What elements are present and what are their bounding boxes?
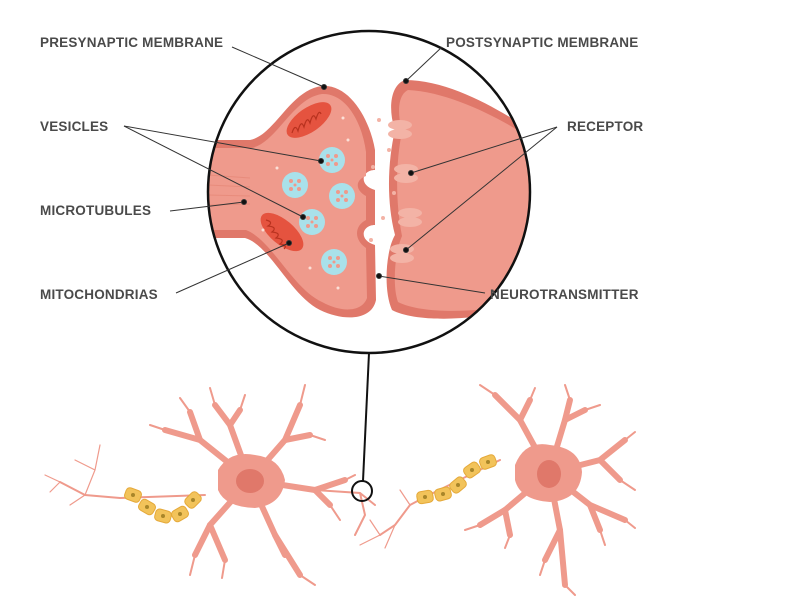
- synapse-magnified-view: [208, 80, 530, 319]
- synapse-focus-circle: [351, 480, 373, 502]
- myelin-sheath-left: [124, 487, 202, 524]
- neuron-left: [44, 384, 376, 586]
- cytoplasm-specks: [261, 116, 350, 290]
- label-neurotransmitter: NEUROTRANSMITTER: [490, 287, 639, 302]
- vesicles: [282, 147, 355, 275]
- label-vesicles: VESICLES: [40, 119, 109, 134]
- label-presynaptic-membrane: PRESYNAPTIC MEMBRANE: [40, 35, 224, 50]
- myelin-sheath-right: [416, 454, 497, 505]
- myelin-nuclei-right: [423, 460, 490, 499]
- mitochondria-top: [286, 102, 332, 138]
- magnifier-stem: [362, 352, 370, 482]
- mitochondria-bottom: [260, 212, 304, 252]
- neuron-right: [359, 384, 636, 596]
- leader-lines: [123, 46, 558, 294]
- label-receptor: RECEPTOR: [567, 119, 644, 134]
- label-postsynaptic-membrane: POSTSYNAPTIC MEMBRANE: [446, 35, 639, 50]
- nucleus-left: [236, 469, 264, 493]
- label-mitochondrias: MITOCHONDRIAS: [40, 287, 158, 302]
- neurotransmitters: [369, 118, 396, 242]
- label-microtubules: MICROTUBULES: [40, 203, 152, 218]
- myelin-nuclei-left: [131, 493, 195, 518]
- nucleus-right: [537, 460, 561, 488]
